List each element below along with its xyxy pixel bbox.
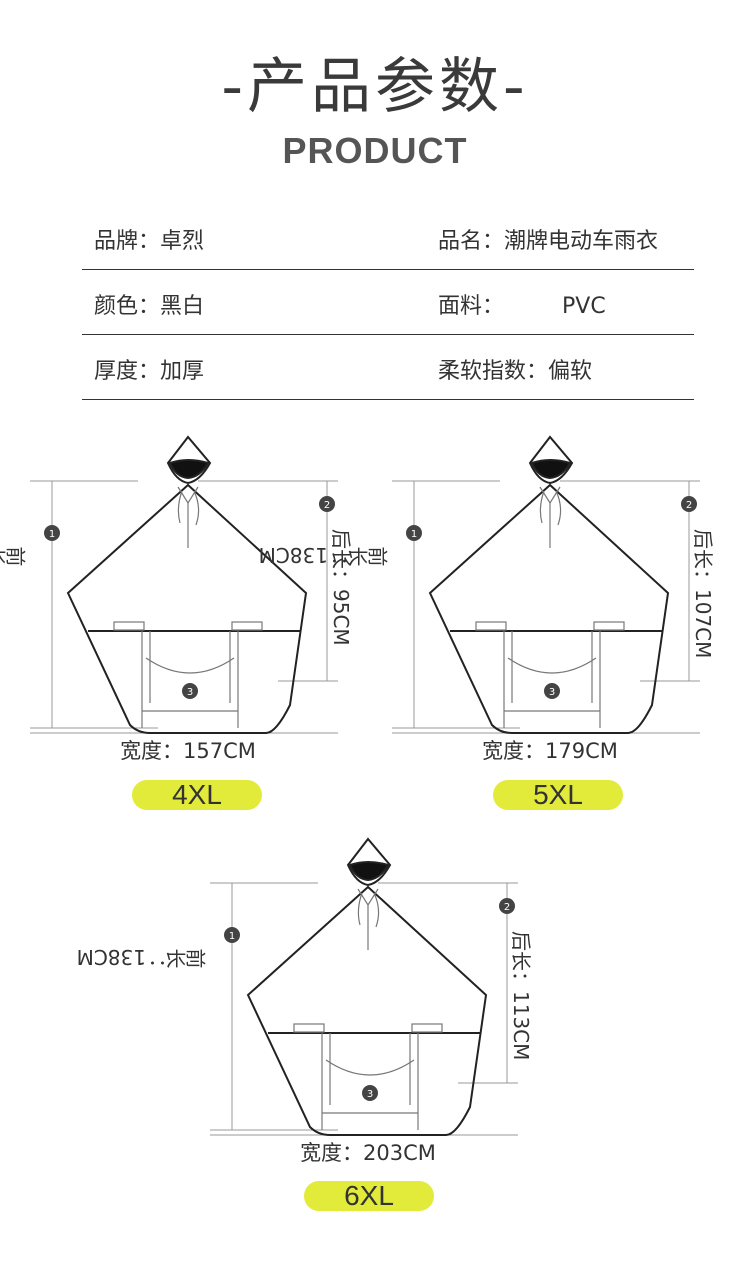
raincoat-diagram-svg: 1 2 3 前长：138CM 后长：95CM 宽度：157CM (0, 435, 353, 763)
spec-row-thickness: 厚度：加厚 柔软指数：偏软 (82, 335, 694, 400)
back-length-label: 后长：107CM (691, 529, 715, 658)
back-length-label: 后长：95CM (329, 529, 353, 646)
size-badge-6xl: 6XL (304, 1181, 434, 1211)
marker-circle (44, 525, 60, 541)
window-curve (507, 657, 597, 674)
marker-number: 1 (49, 529, 55, 540)
spec-value: 偏软 (548, 359, 593, 384)
page-title-en: PRODUCT (282, 130, 468, 171)
marker-circle (319, 496, 335, 512)
size-diagram-5xl: 1 2 3 前长：138CM 后长：107CM 宽度：179CM (259, 433, 720, 773)
spec-label: 面料： (438, 294, 505, 319)
sleeve-clip-right (411, 1023, 443, 1033)
marker-number: 1 (411, 529, 417, 540)
hood-face-opening (168, 459, 210, 480)
raincoat-diagram-svg: 1 2 3 前长：138CM 后长：107CM 宽度：179CM (259, 435, 715, 763)
sleeve-clip-right (593, 621, 625, 631)
marker-front: 1 (44, 525, 60, 541)
raincoat-diagram-svg: 1 2 3 前长：138CM 后长：113CM 宽度：203CM (77, 837, 533, 1165)
spec-value: 加厚 (160, 359, 205, 384)
drawstring-right (555, 490, 562, 526)
marker-number: 3 (549, 687, 555, 698)
spec-table: 品牌：卓烈 品名：潮牌电动车雨衣 颜色：黑白 面料： PVC 厚度：加厚 柔软指数… (82, 205, 694, 400)
spec-value: 潮牌电动车雨衣 (504, 229, 659, 254)
raincoat-body-outline (246, 885, 488, 1136)
marker-circle (406, 525, 422, 541)
page-title-cn: -产品参数- (221, 52, 529, 122)
marker-back: 2 (499, 898, 515, 914)
marker-number: 2 (686, 500, 692, 511)
marker-number: 3 (187, 687, 193, 698)
size-badge-4xl: 4XL (132, 780, 262, 810)
marker-width: 3 (544, 683, 560, 699)
spec-value: 卓烈 (160, 229, 205, 254)
marker-number: 3 (367, 1089, 373, 1100)
marker-circle (499, 898, 515, 914)
hood-face-opening (348, 861, 390, 882)
front-length-label: 前长：138CM (259, 543, 389, 567)
drawstring-left (177, 490, 183, 524)
back-length-label: 后长：113CM (509, 931, 533, 1060)
marker-circle (182, 683, 198, 699)
marker-number: 1 (229, 931, 235, 942)
spec-label: 厚度： (94, 359, 161, 384)
marker-circle (544, 683, 560, 699)
marker-back: 2 (681, 496, 697, 512)
marker-circle (681, 496, 697, 512)
spec-label: 品名： (438, 229, 505, 254)
marker-front: 1 (224, 927, 240, 943)
spec-value: PVC (562, 294, 606, 319)
front-length-label: 前长：138CM (77, 945, 207, 969)
spec-label: 柔软指数： (438, 359, 549, 384)
window-curve (145, 657, 235, 674)
sleeve-clip-left (293, 1023, 325, 1033)
hood-face-opening (530, 459, 572, 480)
spec-row-color: 颜色：黑白 面料： PVC (82, 270, 694, 335)
sleeve-clip-left (113, 621, 145, 631)
raincoat-body-outline (428, 483, 670, 734)
marker-number: 2 (504, 902, 510, 913)
marker-back: 2 (319, 496, 335, 512)
width-label: 宽度：179CM (482, 739, 618, 763)
sleeve-clip-left (475, 621, 507, 631)
drawstring-right (373, 892, 380, 928)
marker-front: 1 (406, 525, 422, 541)
width-label: 宽度：157CM (120, 739, 256, 763)
spec-label: 颜色： (94, 294, 161, 319)
marker-number: 2 (324, 500, 330, 511)
marker-circle (362, 1085, 378, 1101)
width-label: 宽度：203CM (300, 1141, 436, 1165)
drawstring-left (357, 892, 363, 926)
front-length-label: 前长：138CM (0, 543, 26, 567)
marker-width: 3 (182, 683, 198, 699)
marker-circle (224, 927, 240, 943)
size-badge-5xl: 5XL (493, 780, 623, 810)
sleeve-clip-right (231, 621, 263, 631)
window-curve (325, 1059, 415, 1076)
drawstring-right (193, 490, 200, 526)
spec-label: 品牌： (94, 229, 161, 254)
drawstring-left (539, 490, 545, 524)
spec-value: 黑白 (160, 294, 205, 319)
spec-row-brand: 品牌：卓烈 品名：潮牌电动车雨衣 (82, 205, 694, 270)
raincoat-body-outline (66, 483, 308, 734)
marker-width: 3 (362, 1085, 378, 1101)
size-diagram-4xl: 1 2 3 前长：138CM 后长：95CM 宽度：157CM (0, 433, 358, 773)
size-diagram-6xl: 1 2 3 前长：138CM 后长：113CM 宽度：203CM (77, 835, 538, 1175)
